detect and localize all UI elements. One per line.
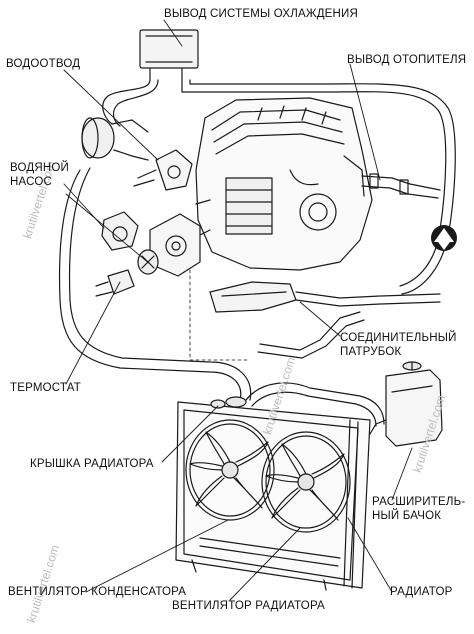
label-connecting-pipe-1: СОЕДИНИТЕЛЬНЫЙ [340,332,457,344]
upper-radiator-hose [245,382,385,427]
expansion-tank-part [369,361,443,447]
leader-lines [63,19,413,601]
radiator-cap-part [210,396,247,409]
heater-outlet-fitting [361,173,441,199]
heater-hoses [102,79,456,295]
label-connecting-pipe-2: ПАТРУБОК [340,346,402,358]
label-cooling-outlet: ВЫВОД СИСТЕМЫ ОХЛАЖДЕНИЯ [164,8,359,20]
label-radiator-cap: КРЫШКА РАДИАТОРА [30,458,154,470]
label-heater-outlet: ВЫВОД ОТОПИТЕЛЯ [347,54,467,66]
label-radiator: РАДИАТОР [390,586,453,598]
label-radiator-fan: ВЕНТИЛЯТОР РАДИАТОРА [172,600,325,612]
site-logo [431,225,457,251]
thermostat-part [95,249,159,297]
condenser-fan-part [185,419,275,521]
label-water-pump-2: НАСОС [10,176,53,188]
water-pump [101,149,201,277]
radiator-frame [175,401,371,591]
lower-left-hose [58,167,252,401]
label-water-outlet: ВОДООТВОД [6,58,81,70]
heater-core [139,29,199,81]
label-thermostat: ТЕРМОСТАТ [10,382,81,394]
radiator-fan-part [261,431,351,533]
connecting-pipe [209,281,441,359]
label-expansion-tank-1: РАСШИРИТЕЛЬ- [372,496,466,508]
label-condenser-fan: ВЕНТИЛЯТОР КОНДЕНСАТОРА [8,586,187,598]
water-outlet-bottle [81,117,149,161]
label-water-pump-1: ВОДЯНОЙ [10,162,69,174]
engine-block [195,97,373,271]
label-expansion-tank-2: НЫЙ БАЧОК [372,510,442,522]
